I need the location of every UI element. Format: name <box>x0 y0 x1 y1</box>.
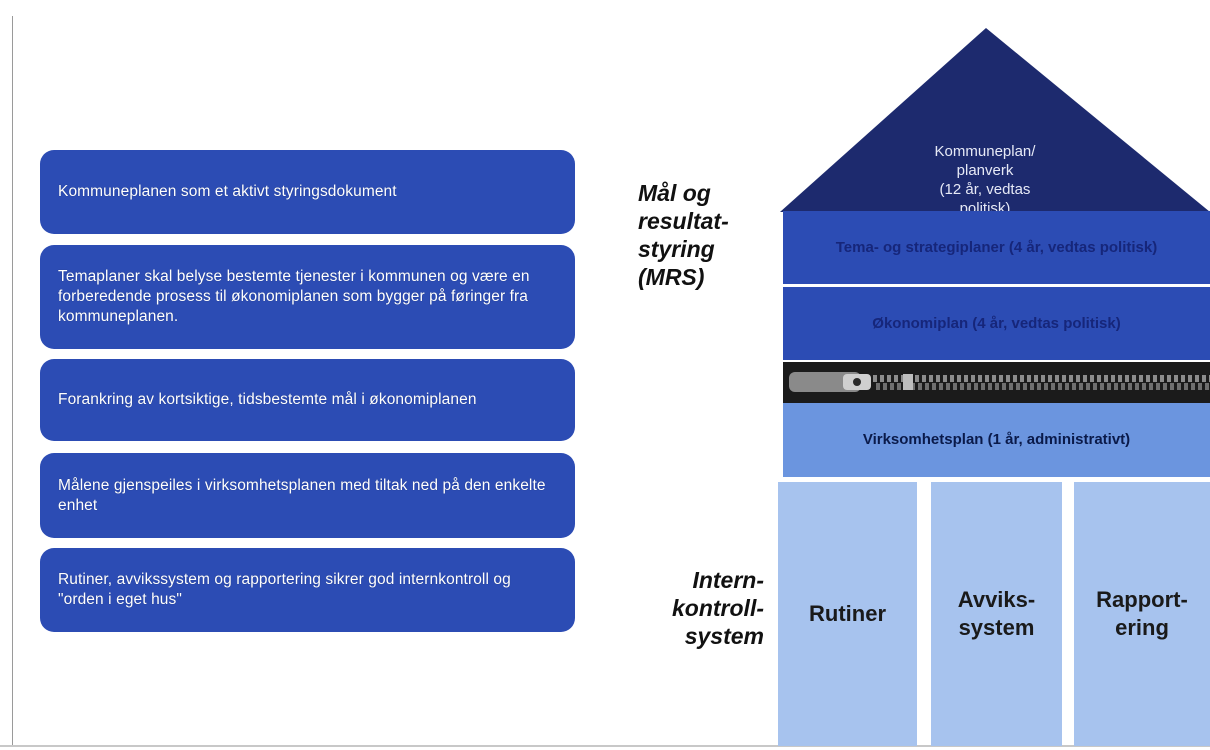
zipper-divider <box>783 362 1210 403</box>
box-kommuneplan: Kommuneplanen som et aktivt styringsdoku… <box>40 150 575 234</box>
label-internkontroll: Intern- kontroll- system <box>664 566 764 650</box>
label-mrs-line: resultat- <box>638 208 729 234</box>
label-mrs-line: (MRS) <box>638 264 705 290</box>
column-rapportering: Rapport- ering <box>1074 482 1210 746</box>
column-rapportering-text: Rapport- <box>1096 587 1188 612</box>
label-internkontroll-line: kontroll- <box>672 595 764 621</box>
box-malene-text: Målene gjenspeiles i virksomhetsplanen m… <box>58 476 546 514</box>
label-mrs-line: styring <box>638 236 715 262</box>
column-rapportering-text: ering <box>1115 615 1169 640</box>
band-okonomi-text: Økonomiplan (4 år, vedtas politisk) <box>872 314 1121 332</box>
roof-label-line: (12 år, vedtas <box>939 181 1031 198</box>
label-mrs: Mål og resultat- styring (MRS) <box>638 179 768 291</box>
label-mrs-line: Mål og <box>638 180 711 206</box>
band-tema-text: Tema- og strategiplaner (4 år, vedtas po… <box>835 238 1158 256</box>
frame-left-border <box>12 16 13 746</box>
column-rutiner: Rutiner <box>778 482 917 746</box>
label-internkontroll-line: system <box>684 623 764 649</box>
box-forankring-text: Forankring av kortsiktige, tidsbestemte … <box>58 391 477 408</box>
column-avvikssystem-text: Avviks- <box>957 587 1036 612</box>
band-okonomiplan: Økonomiplan (4 år, vedtas politisk) <box>783 287 1210 360</box>
column-avvikssystem-text: system <box>958 615 1035 640</box>
roof-label: Kommuneplan/ planverk (12 år, vedtas pol… <box>900 142 1070 218</box>
box-rutiner: Rutiner, avvikssystem og rapportering si… <box>40 548 575 632</box>
box-temaplaner: Temaplaner skal belyse bestemte tjeneste… <box>40 245 575 349</box>
roof-label-line: Kommuneplan/ <box>934 143 1036 160</box>
band-virksomhetsplan: Virksomhetsplan (1 år, administrativt) <box>783 403 1210 477</box>
box-forankring: Forankring av kortsiktige, tidsbestemte … <box>40 359 575 441</box>
box-malene: Målene gjenspeiles i virksomhetsplanen m… <box>40 453 575 538</box>
roof-label-line: planverk <box>956 162 1014 179</box>
zipper-graphic <box>783 362 1210 403</box>
box-rutiner-text: Rutiner, avvikssystem og rapportering si… <box>58 571 511 608</box>
column-avvikssystem: Avviks- system <box>931 482 1062 746</box>
band-tema-strategiplaner: Tema- og strategiplaner (4 år, vedtas po… <box>783 211 1210 284</box>
box-temaplaner-text: Temaplaner skal belyse bestemte tjeneste… <box>58 268 530 325</box>
column-rutiner-text: Rutiner <box>809 601 886 626</box>
frame-bottom-border <box>0 745 1210 747</box>
band-virksomhet-text: Virksomhetsplan (1 år, administrativt) <box>862 431 1131 448</box>
box-kommuneplan-text: Kommuneplanen som et aktivt styringsdoku… <box>58 183 397 200</box>
house-roof <box>780 28 1210 212</box>
label-internkontroll-line: Intern- <box>692 567 764 593</box>
